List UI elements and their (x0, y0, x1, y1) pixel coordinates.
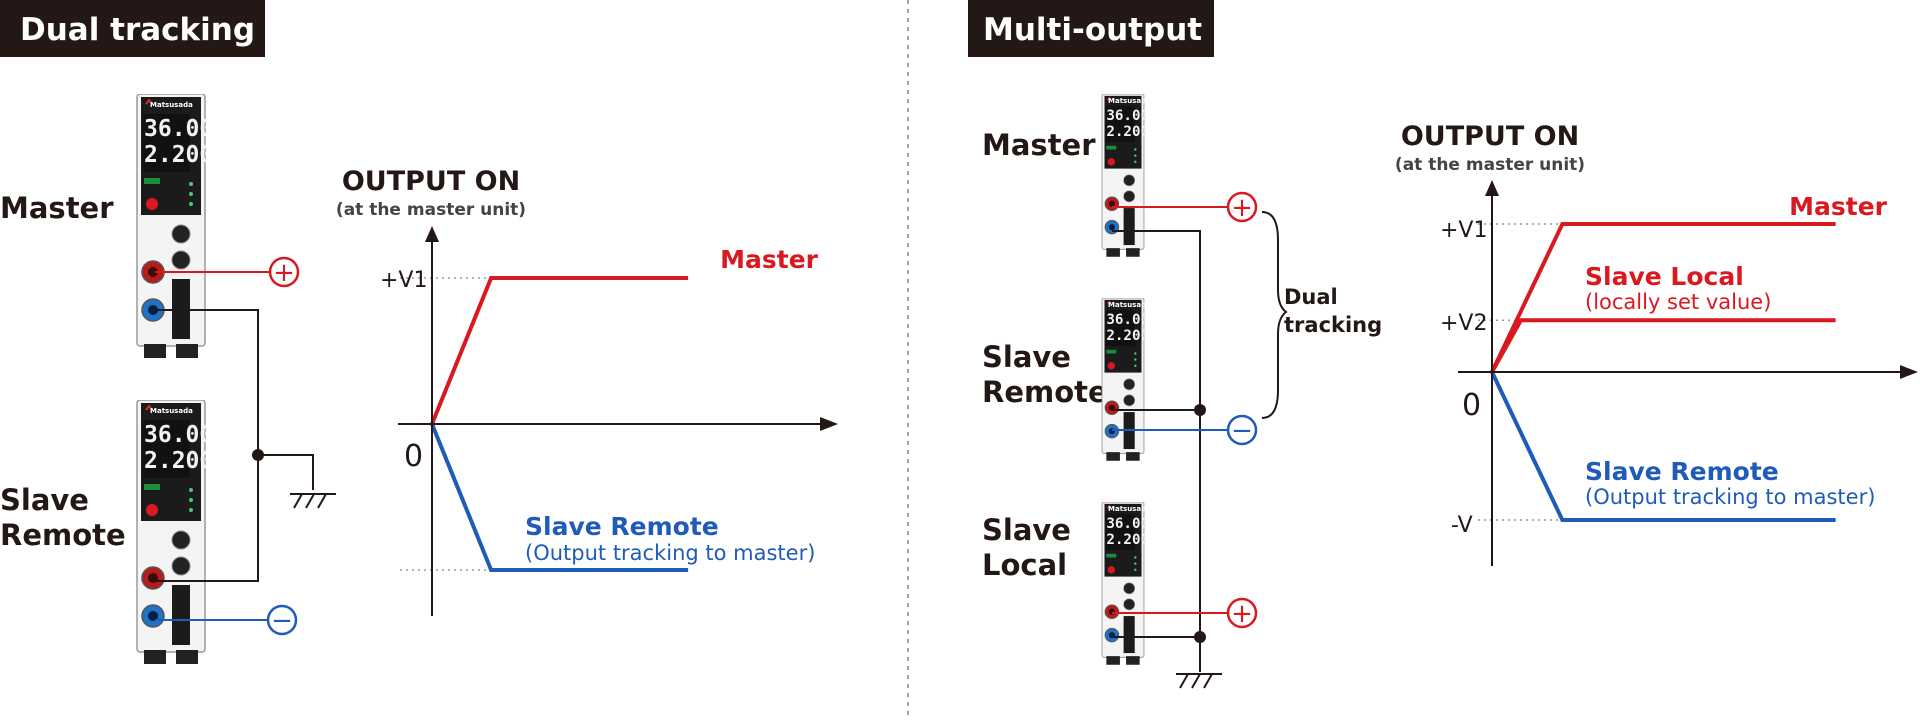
left-chart-note-slave-remote: (Output tracking to master) (525, 541, 815, 565)
right-slave-remote-minus-sign: − (1231, 416, 1253, 446)
right-psu-master-brand: Matsusada (1108, 97, 1151, 105)
right-common-wire (1112, 230, 1201, 672)
right-chart-ytick-minus-v: -V (1451, 513, 1473, 538)
left-common-wire (155, 309, 259, 582)
left-chart-ytick-v1: +V1 (380, 268, 427, 293)
right-chart-y-arrow (1485, 180, 1499, 196)
right-psu-master: Matsusada (1101, 94, 1151, 258)
right-chart-note-slave-remote: (Output tracking to master) (1585, 485, 1875, 509)
left-title-bar (0, 0, 265, 57)
right-title-bar (968, 0, 1214, 57)
right-ground-icon (1176, 673, 1222, 689)
left-minus-sign: − (271, 606, 293, 636)
left-psu-master: Matsusada (136, 94, 206, 359)
right-master-plus-terminal: + (1226, 191, 1258, 223)
left-label-master: Master (0, 191, 114, 225)
left-chart-title: OUTPUT ON (342, 166, 520, 197)
left-label-slave-remote-2: Remote (0, 518, 126, 552)
right-title: Multi-output (983, 12, 1202, 48)
left-chart-series-master (430, 276, 689, 425)
right-chart-legend-slave-local: Slave Local (1585, 262, 1744, 291)
right-wiring (1112, 206, 1228, 672)
right-label-slave-remote-1: Slave (982, 340, 1071, 374)
right-psu-slave-remote-brand: Matsusada (1108, 301, 1151, 309)
brace-label-2: tracking (1284, 313, 1382, 337)
left-junction-dot (252, 449, 264, 461)
right-junction-dot-1 (1194, 404, 1206, 416)
right-chart-origin-label: 0 (1462, 388, 1481, 423)
right-label-master: Master (982, 128, 1096, 162)
right-chart-x-arrow (1900, 365, 1918, 379)
right-chart-legend-master: Master (1789, 192, 1888, 221)
left-chart-x-arrow (820, 417, 838, 431)
right-chart-ytick-v1: +V1 (1440, 218, 1487, 243)
left-output-chart: OUTPUT ON (at the master unit) 0 +V1 Mas… (336, 166, 838, 616)
dual-tracking-brace (1261, 211, 1288, 419)
right-label-slave-local-1: Slave (982, 513, 1071, 547)
right-label-slave-remote-2: Remote (982, 375, 1108, 409)
right-psu-slave-remote: Matsusada (1101, 298, 1151, 462)
left-chart-origin-label: 0 (404, 439, 423, 474)
left-chart-legend-slave-remote: Slave Remote (525, 512, 719, 541)
right-panel: Multi-output Master Slave Remote Slave L… (968, 0, 1918, 689)
right-chart-title: OUTPUT ON (1401, 121, 1579, 152)
right-chart-subtitle: (at the master unit) (1395, 155, 1585, 175)
right-chart-series-master (1490, 222, 1836, 373)
right-chart-series-slave-remote (1490, 371, 1836, 522)
right-chart-note-slave-local: (locally set value) (1585, 290, 1771, 314)
left-ground-wire (258, 454, 314, 490)
left-plus-terminal: + (268, 256, 300, 288)
left-chart-series-slave-remote (430, 423, 689, 572)
right-master-plus-sign: + (1231, 193, 1253, 223)
right-junction-dot-2 (1194, 631, 1206, 643)
left-label-slave-remote-1: Slave (0, 483, 89, 517)
left-chart-y-arrow (425, 226, 439, 242)
right-label-slave-local-2: Local (982, 548, 1067, 582)
right-slave-remote-minus-terminal: − (1226, 414, 1258, 446)
left-psu-slave-remote: Matsusada (136, 400, 206, 665)
left-psu-slave-brand: Matsusada (150, 407, 193, 415)
right-slave-local-plus-terminal: + (1226, 597, 1258, 629)
right-chart-legend-slave-remote: Slave Remote (1585, 457, 1779, 486)
left-plus-sign: + (273, 258, 295, 288)
right-output-chart: OUTPUT ON (at the master unit) 0 +V1 +V2… (1395, 121, 1918, 566)
left-minus-terminal: − (266, 604, 298, 636)
left-title: Dual tracking (20, 12, 255, 48)
left-panel: Dual tracking Master Slave Remote Matsus… (0, 0, 838, 665)
right-chart-series-slave-local (1490, 318, 1836, 373)
left-ground-icon (290, 493, 336, 509)
left-chart-legend-master: Master (720, 245, 819, 274)
left-psu-master-brand: Matsusada (150, 101, 193, 109)
left-wiring (155, 271, 314, 621)
right-chart-ytick-v2: +V2 (1440, 311, 1487, 336)
right-slave-local-plus-sign: + (1231, 599, 1253, 629)
brace-label-1: Dual (1284, 285, 1338, 309)
left-chart-subtitle: (at the master unit) (336, 200, 526, 220)
right-psu-slave-local-brand: Matsusada (1108, 505, 1151, 513)
right-psu-slave-local: Matsusada (1101, 502, 1151, 666)
